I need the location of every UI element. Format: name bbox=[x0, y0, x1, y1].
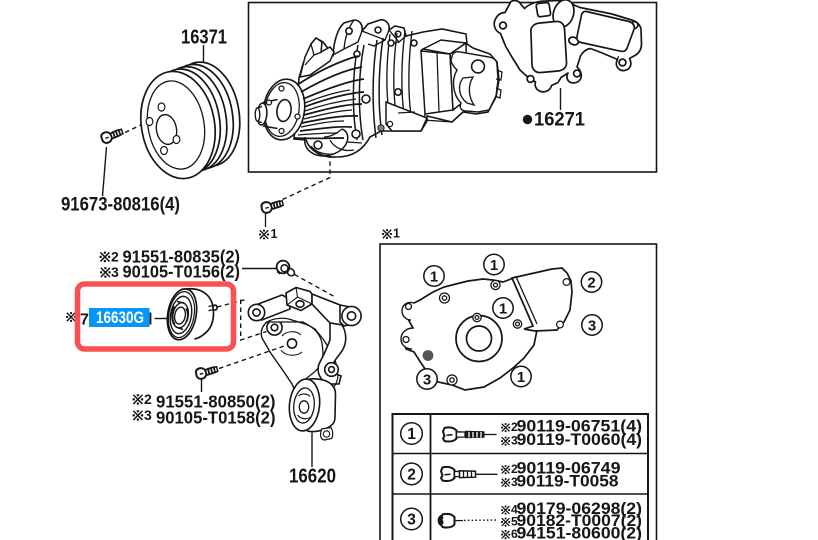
svg-text:91673-80816(4): 91673-80816(4) bbox=[61, 195, 180, 216]
svg-text:90119-06751(4): 90119-06751(4) bbox=[517, 418, 643, 436]
svg-text:90182-T0007(2): 90182-T0007(2) bbox=[517, 512, 643, 530]
svg-text:2: 2 bbox=[407, 467, 416, 484]
svg-text:3: 3 bbox=[407, 512, 416, 529]
svg-text:90105-T0156(2): 90105-T0156(2) bbox=[123, 262, 241, 282]
svg-text:91551-80850(2): 91551-80850(2) bbox=[156, 392, 276, 412]
svg-text:90119-T0060(4): 90119-T0060(4) bbox=[517, 431, 643, 449]
svg-text:2: 2 bbox=[587, 275, 595, 292]
svg-text:90179-06298(2): 90179-06298(2) bbox=[517, 500, 643, 518]
svg-text:90119-T0058: 90119-T0058 bbox=[517, 473, 619, 491]
svg-text:4: 4 bbox=[511, 503, 518, 517]
svg-text:3: 3 bbox=[144, 407, 152, 423]
svg-text:1: 1 bbox=[499, 301, 507, 318]
svg-text:3: 3 bbox=[111, 264, 119, 280]
svg-text:7: 7 bbox=[80, 312, 89, 329]
svg-text:3: 3 bbox=[511, 434, 518, 448]
svg-text:16271: 16271 bbox=[534, 110, 585, 131]
svg-text:16630G: 16630G bbox=[96, 309, 144, 327]
svg-text:1: 1 bbox=[517, 369, 525, 386]
svg-text:90105-T0158(2): 90105-T0158(2) bbox=[156, 408, 276, 428]
svg-text:1: 1 bbox=[271, 227, 278, 241]
svg-text:2: 2 bbox=[511, 462, 518, 476]
svg-text:90119-06749: 90119-06749 bbox=[517, 460, 621, 478]
svg-text:16620: 16620 bbox=[289, 466, 336, 488]
svg-text:1: 1 bbox=[490, 257, 498, 274]
svg-text:94151-80600(2): 94151-80600(2) bbox=[517, 525, 643, 540]
svg-text:6: 6 bbox=[511, 527, 518, 540]
svg-text:16371: 16371 bbox=[181, 27, 227, 49]
svg-text:1: 1 bbox=[407, 426, 416, 443]
svg-text:2: 2 bbox=[144, 391, 152, 407]
svg-text:3: 3 bbox=[423, 372, 431, 389]
svg-text:1: 1 bbox=[393, 227, 400, 241]
svg-text:1: 1 bbox=[430, 269, 438, 286]
svg-text:3: 3 bbox=[588, 318, 596, 335]
svg-text:91551-80835(2): 91551-80835(2) bbox=[123, 247, 241, 267]
svg-text:3: 3 bbox=[511, 475, 518, 489]
svg-text:2: 2 bbox=[111, 249, 119, 265]
svg-text:2: 2 bbox=[511, 420, 518, 434]
svg-text:5: 5 bbox=[511, 515, 518, 529]
